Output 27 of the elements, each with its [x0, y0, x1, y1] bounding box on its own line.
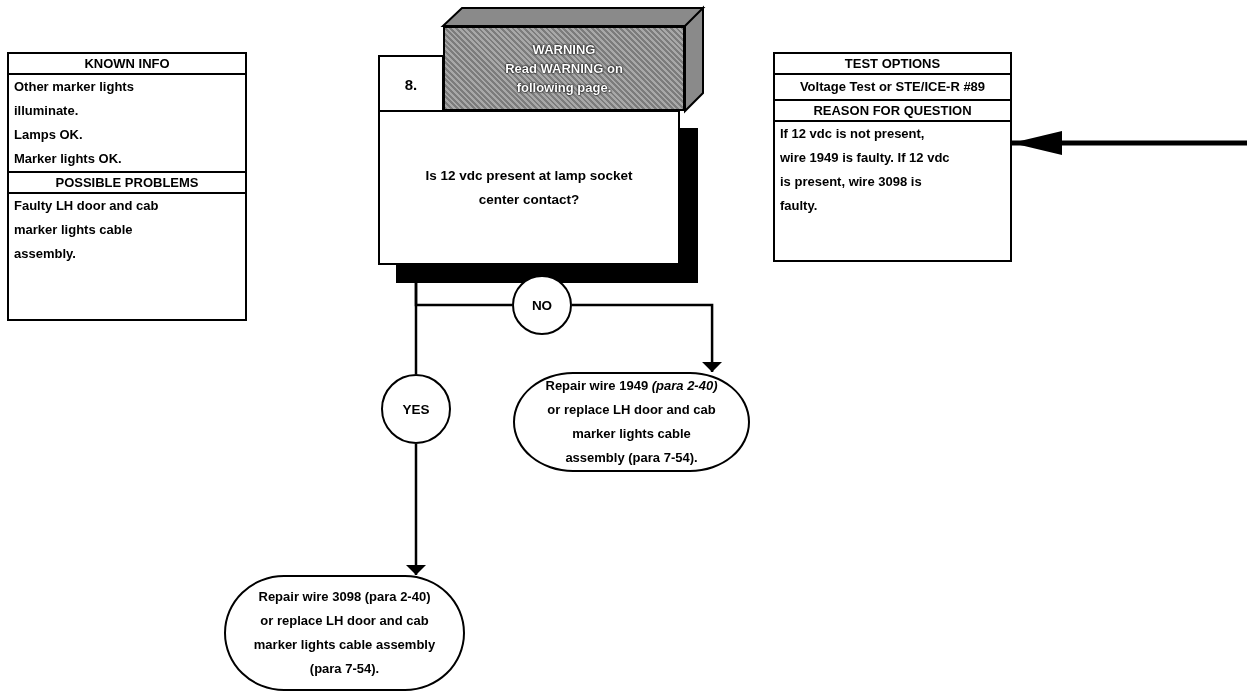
table-header: REASON FOR QUESTION — [775, 99, 1010, 122]
question-text: Is 12 vdc present at lamp socket center contact? — [424, 166, 634, 209]
warning-text: Read WARNING on following page. — [504, 60, 624, 97]
table-header: POSSIBLE PROBLEMS — [9, 171, 245, 194]
table-text: Marker lights OK. — [14, 150, 123, 168]
table-header: TEST OPTIONS — [775, 54, 1010, 75]
connector-line — [414, 283, 418, 374]
action-text: Repair wire 1949 (para 2-40) or replace LH door and cab marker lights cable assembly (para 7-54). — [544, 377, 719, 467]
answer-label: YES — [402, 401, 430, 417]
table-text: Other marker lights illuminate. — [14, 78, 135, 120]
decision-circle — [512, 275, 572, 335]
arrow — [406, 444, 426, 575]
arrow — [1012, 131, 1247, 155]
table-text: Lamps OK. — [14, 126, 84, 144]
table-text: Faulty LH door and cab marker lights cable assembly. — [14, 197, 160, 263]
step-number: 8. — [404, 75, 418, 93]
info-table — [7, 52, 247, 321]
step-number-box — [378, 55, 444, 111]
answer-label: NO — [531, 297, 553, 313]
info-table — [773, 52, 1012, 262]
table-text: If 12 vdc is not present, wire 1949 is faulty. If 12 vdc is present, wire 3098 is faulty. — [780, 125, 951, 215]
arrow — [572, 303, 723, 372]
action-text: Repair wire 3098 (para 2-40) or replace LH door and cab marker lights cable assembly (para 7-54). — [252, 588, 437, 678]
table-text: Voltage Test or STE/ICE-R #89 — [798, 78, 987, 96]
warning-box — [443, 26, 685, 111]
table-header: KNOWN INFO — [9, 54, 245, 75]
warning-title: WARNING — [531, 41, 597, 59]
